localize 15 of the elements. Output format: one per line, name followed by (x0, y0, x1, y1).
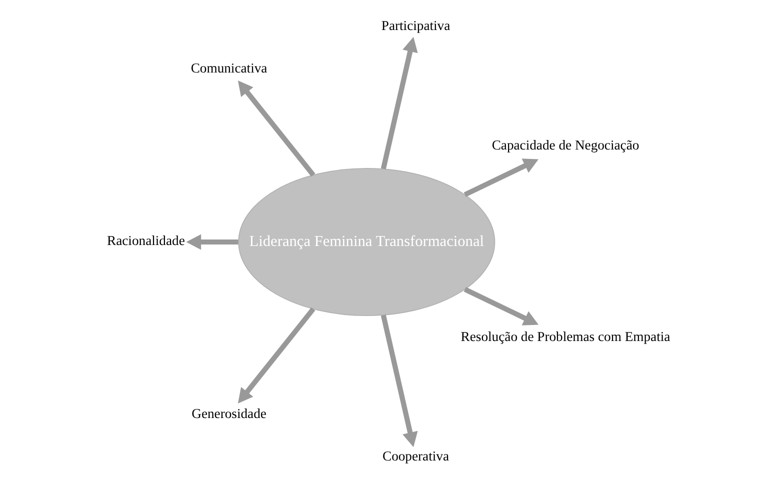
node-text: Participativa (380, 18, 450, 34)
node-text: Comunicativa (190, 60, 267, 76)
node-text: Racionalidade (106, 233, 184, 248)
arrow (186, 234, 238, 250)
arrow (463, 158, 538, 197)
arrow (237, 307, 315, 404)
arrow (237, 80, 315, 177)
node-text: Generosidade (191, 406, 266, 421)
node-text: Cooperativa (382, 448, 449, 464)
arrow (463, 287, 538, 326)
arrow (380, 314, 418, 448)
node-text: Resolução de Problemas com Empatia (460, 329, 670, 344)
node-text: Capacidade de Negociação (491, 137, 639, 152)
node-ellipse: Liderança Feminina Transformacional (238, 168, 495, 316)
arrow (380, 36, 418, 170)
